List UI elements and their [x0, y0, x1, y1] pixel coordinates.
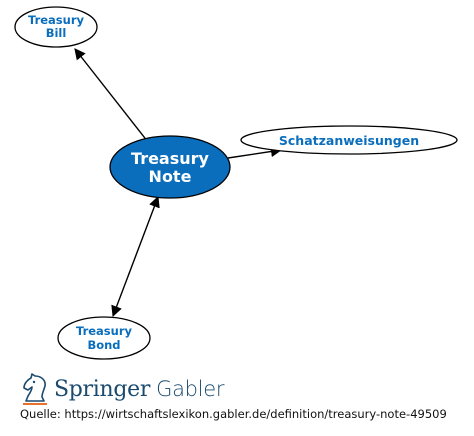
- node-schatzanweisungen-label: Schatzanweisungen: [279, 133, 419, 148]
- logo-gabler-text: Gabler: [156, 377, 225, 401]
- logo-springer-text: Springer: [54, 376, 151, 402]
- node-schatzanweisungen[interactable]: Schatzanweisungen: [240, 125, 458, 155]
- source-label: Quelle:: [20, 407, 61, 421]
- node-treasury-bond-line1: Treasury: [76, 324, 133, 338]
- node-treasury-bond[interactable]: Treasury Bond: [57, 316, 151, 360]
- node-treasury-note-line1: Treasury: [131, 149, 210, 168]
- source-url[interactable]: https://wirtschaftslexikon.gabler.de/def…: [64, 407, 447, 421]
- node-treasury-bill-line1: Treasury: [28, 13, 85, 27]
- edge-note-bond-bidirectional: [111, 195, 160, 318]
- concept-diagram: Treasury Bill Schatzanweisungen Treasury…: [14, 6, 458, 360]
- node-treasury-note[interactable]: Treasury Note: [109, 135, 231, 199]
- source-citation: Quelle: https://wirtschaftslexikon.gable…: [20, 407, 447, 421]
- edge-note-to-bill: [74, 48, 149, 143]
- node-treasury-bill-line2: Bill: [46, 26, 67, 40]
- springer-gabler-logo: Springer Gabler: [20, 372, 224, 406]
- node-treasury-note-line2: Note: [149, 167, 192, 186]
- node-treasury-bond-line2: Bond: [87, 338, 120, 352]
- edge-note-to-schatzanweisungen: [227, 145, 283, 159]
- node-treasury-bill[interactable]: Treasury Bill: [14, 6, 98, 48]
- chess-knight-icon: [23, 373, 47, 405]
